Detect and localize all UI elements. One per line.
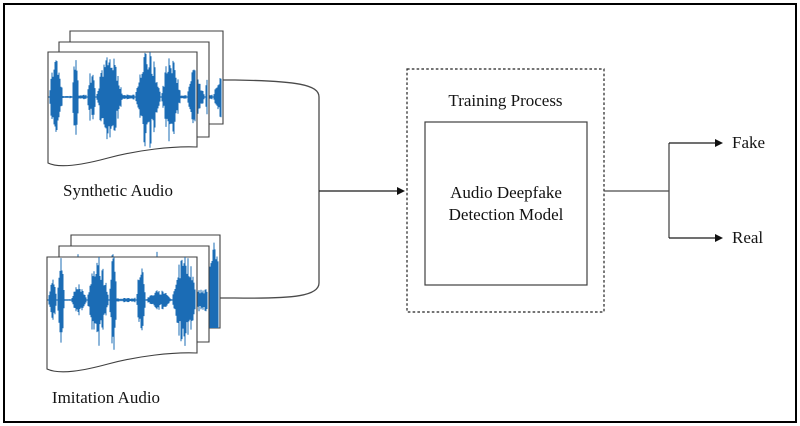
merge-brace-connector xyxy=(220,79,320,299)
audio-card xyxy=(46,256,198,373)
output-connector xyxy=(604,139,723,242)
imitation-audio-stack xyxy=(46,234,221,373)
synthetic-audio-label: Synthetic Audio xyxy=(62,181,174,200)
imitation-audio-label: Imitation Audio xyxy=(51,388,161,407)
input-arrow xyxy=(319,187,405,195)
waveform-icon xyxy=(47,257,196,350)
output-real-label: Real xyxy=(732,228,764,247)
model-label-line1: Audio Deepfake xyxy=(450,183,562,202)
arrowhead-icon xyxy=(715,234,723,242)
arrowhead-icon xyxy=(397,187,405,195)
synthetic-audio-stack xyxy=(47,30,224,167)
detection-model-box xyxy=(424,121,588,286)
training-process-title: Training Process xyxy=(448,91,563,110)
detection-model-label: Audio Deepfake Detection Model xyxy=(425,182,587,226)
arrowhead-icon xyxy=(715,139,723,147)
output-fake-label: Fake xyxy=(732,133,766,152)
model-label-line2: Detection Model xyxy=(448,205,564,224)
waveform-icon xyxy=(48,52,196,148)
